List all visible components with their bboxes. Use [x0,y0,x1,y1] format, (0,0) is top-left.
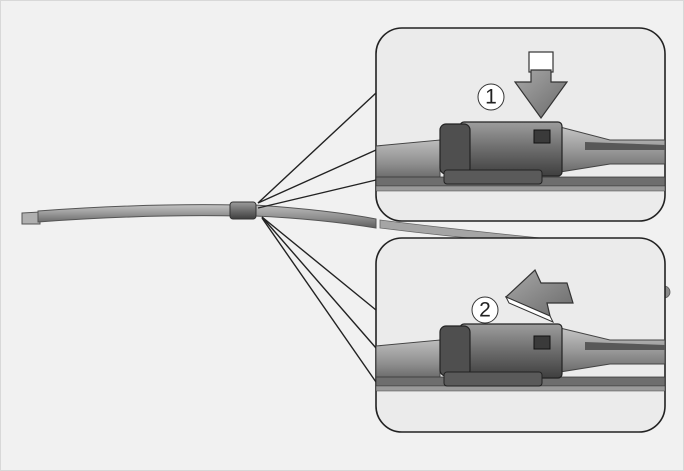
release-tab [533,129,551,144]
step-1-number: 1 [485,86,497,109]
blade-clip [439,121,563,185]
step-2-badge: 2 [471,296,499,324]
callout-lines [257,92,377,383]
step-1-badge: 1 [477,83,505,111]
release-tab [533,335,551,350]
step-2-number: 2 [479,299,491,322]
arm-joint [229,201,257,220]
step-1-detail-panel: 1 [375,27,666,222]
blade-clip [439,323,563,387]
arrow-down-icon [513,51,569,120]
arrow-left-icon [504,268,574,324]
step-2-detail-panel: 2 [375,237,666,433]
